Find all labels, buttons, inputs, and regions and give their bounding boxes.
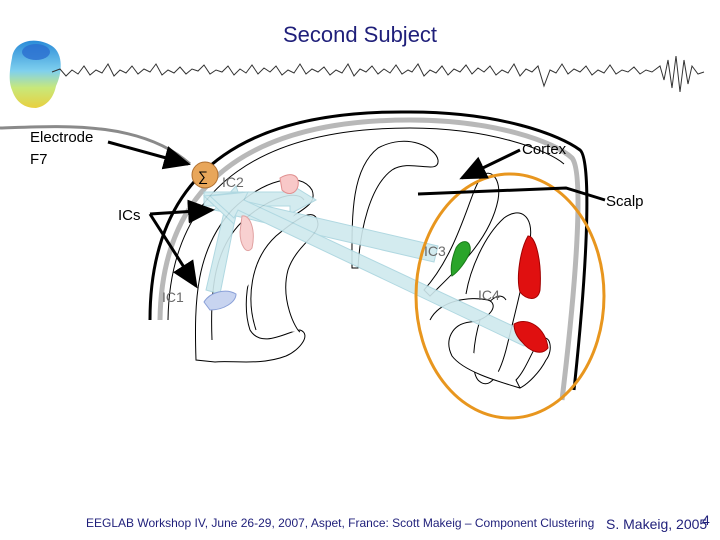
highlight-ring [414,172,606,420]
footer-workshop: EEGLAB Workshop IV, June 26-29, 2007, As… [86,516,595,530]
ics-label: ICs [118,207,141,224]
scalp-map-icon [9,40,61,109]
electrode-f7 [191,161,219,189]
ic2-source-patch-lower [239,215,254,252]
label-arrows [107,140,606,289]
ic4-label: IC4 [478,287,500,303]
ic1-label: IC1 [162,289,184,305]
electrode-f7-label: F7 [30,151,48,168]
ic2-source-patch [279,174,299,194]
ic3-source [450,241,471,277]
slide-title: Second Subject [282,22,438,47]
ic2-label: IC2 [222,174,244,190]
cortex-label: Cortex [522,141,567,158]
ic1-source-patch [203,290,237,311]
ic3-label: IC3 [424,243,446,259]
scalp-label: Scalp [606,193,644,210]
projection-arrows [202,183,531,347]
electrode-label: Electrode [30,129,93,146]
sum-symbol: ∑ [198,168,208,184]
page-number: 4 [702,512,710,528]
ic4-source-upper [517,235,541,299]
eeg-trace [51,55,705,93]
ic4-source-lower [513,321,549,353]
footer-credit: S. Makeig, 2005 [606,516,708,532]
